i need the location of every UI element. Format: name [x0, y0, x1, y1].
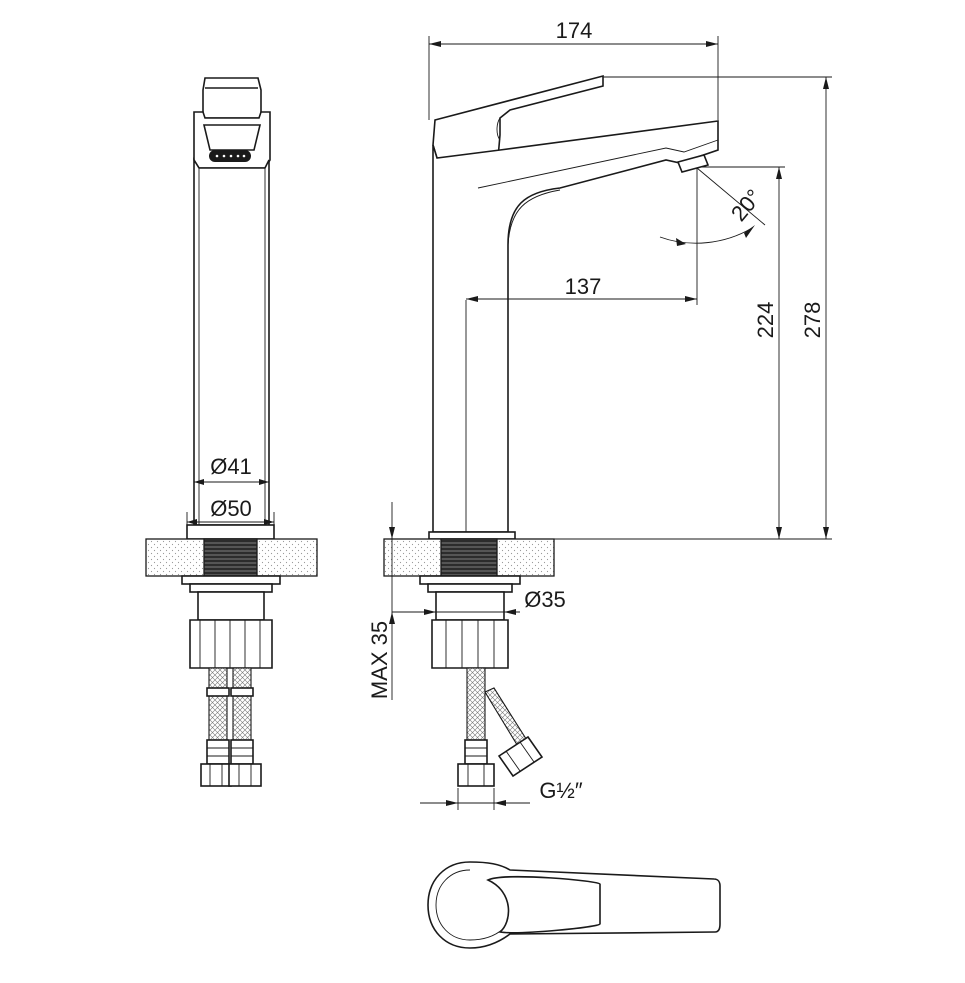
- dim-base-diameter: Ø50: [210, 496, 252, 521]
- dim-total-height: 278: [800, 302, 825, 339]
- side-hose-straight: [466, 667, 486, 744]
- front-view: Ø41 Ø50: [145, 77, 318, 787]
- front-threaded-stud: [203, 538, 258, 577]
- dim-connection: G½″: [539, 778, 582, 803]
- dim-max-thickness: MAX 35: [367, 621, 392, 699]
- dim-spout-reach: 137: [565, 274, 602, 299]
- side-hose-angled: [484, 687, 529, 749]
- side-aerator: [676, 154, 710, 173]
- dim-swivel-angle: 20°: [726, 184, 767, 226]
- top-lever-outline: [427, 861, 721, 949]
- side-spout: [432, 120, 719, 533]
- top-view: [427, 861, 721, 949]
- side-fixing-nut: [431, 619, 509, 669]
- front-hose-right: [232, 667, 252, 744]
- front-hose-left: [208, 667, 228, 744]
- side-base-ring: [428, 531, 516, 540]
- side-view: 174 137 20° 224 278 MAX 35: [367, 18, 832, 810]
- dim-spout-diameter: Ø41: [210, 454, 252, 479]
- front-base-ring: [186, 524, 275, 540]
- dim-spout-height: 224: [753, 302, 778, 339]
- top-lever-grip: [486, 875, 601, 934]
- front-hex-nut-right: [228, 763, 262, 787]
- side-hex-nut: [457, 763, 495, 787]
- front-lever: [202, 77, 262, 119]
- dim-mount-hole: Ø35: [524, 587, 566, 612]
- front-hex-nut-left: [200, 763, 232, 787]
- side-angled-nut: [497, 735, 544, 778]
- dim-overall-width: 174: [556, 18, 593, 43]
- side-threaded-stud: [440, 538, 498, 577]
